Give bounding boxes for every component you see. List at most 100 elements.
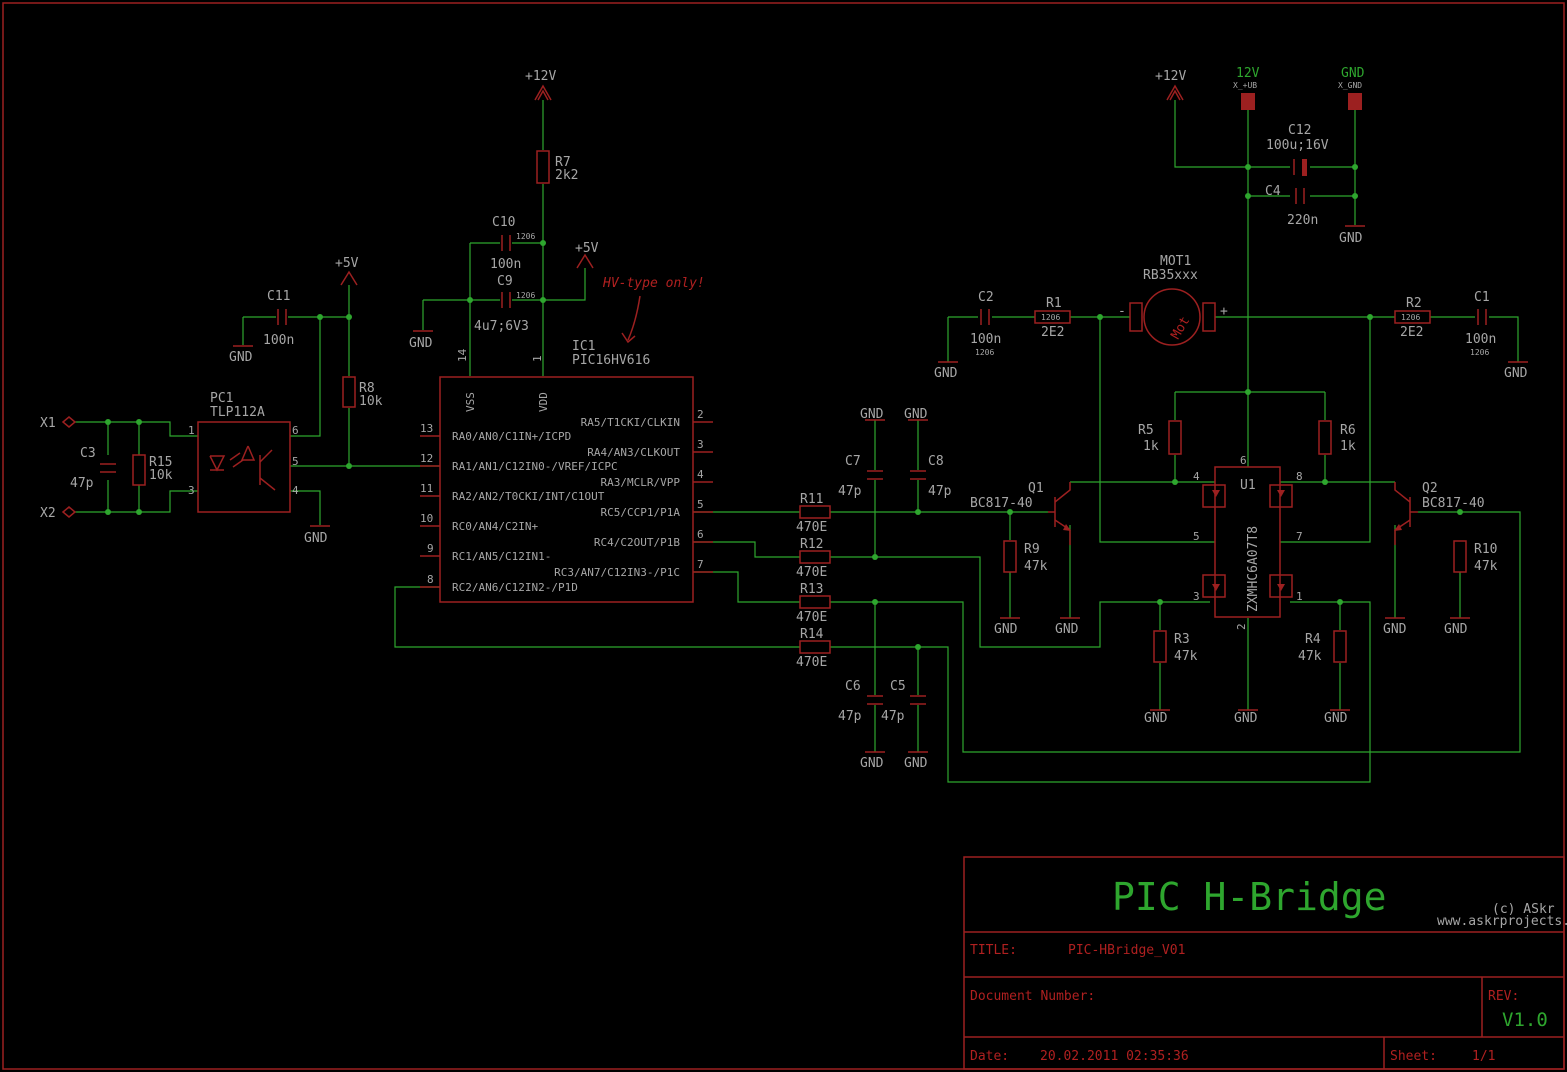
svg-text:14: 14 — [456, 348, 469, 362]
connector-x2: X2 — [40, 506, 77, 521]
svg-text:5: 5 — [697, 498, 704, 511]
svg-text:1206: 1206 — [1041, 313, 1060, 322]
gnd-label: GND — [1504, 366, 1528, 381]
h-bridge-u1: U1 ZXMHC6A07T8 6 4 8 5 7 3 1 2 — [1193, 454, 1303, 630]
svg-text:10k: 10k — [359, 394, 383, 409]
gnd-label: GND — [994, 622, 1018, 637]
svg-text:RB35xxx: RB35xxx — [1143, 268, 1198, 283]
svg-text:6: 6 — [697, 528, 704, 541]
title-value: PIC-HBridge_V01 — [1068, 943, 1185, 958]
svg-text:100n: 100n — [263, 333, 294, 348]
gnd-label: GND — [1324, 711, 1348, 726]
svg-text:BC817-40: BC817-40 — [1422, 496, 1485, 511]
svg-text:100n: 100n — [1465, 332, 1496, 347]
svg-text:RA3/MCLR/VPP: RA3/MCLR/VPP — [601, 476, 681, 489]
title-block: PIC H-Bridge (c) ASkr www.askrprojects.n… — [963, 856, 1567, 1070]
svg-text:1206: 1206 — [516, 232, 535, 241]
svg-text:2E2: 2E2 — [1400, 325, 1423, 340]
svg-text:1206: 1206 — [516, 291, 535, 300]
gnd-label: GND — [1055, 622, 1079, 637]
svg-text:R6: R6 — [1340, 423, 1356, 438]
svg-text:2k2: 2k2 — [555, 168, 578, 183]
svg-text:C5: C5 — [890, 679, 906, 694]
svg-text:470E: 470E — [796, 610, 827, 625]
svg-text:C4: C4 — [1265, 184, 1281, 199]
svg-text:X_GND: X_GND — [1338, 81, 1362, 90]
svg-text:R4: R4 — [1305, 632, 1321, 647]
supply-label: +5V — [335, 256, 359, 271]
supply-12v-motor: +12V — [1155, 69, 1186, 101]
gnd-label: GND — [1383, 622, 1407, 637]
svg-text:RA1/AN1/C12IN0-/VREF/ICPC: RA1/AN1/C12IN0-/VREF/ICPC — [452, 460, 618, 473]
svg-text:3: 3 — [1193, 590, 1200, 603]
svg-text:8: 8 — [1296, 470, 1303, 483]
svg-text:+: + — [1220, 304, 1228, 319]
svg-text:C9: C9 — [497, 274, 513, 289]
svg-text:Q1: Q1 — [1028, 481, 1044, 496]
gnd-label: GND — [409, 336, 433, 351]
svg-text:C3: C3 — [80, 446, 96, 461]
supply-12v-top: +12V — [525, 69, 556, 101]
svg-text:R9: R9 — [1024, 542, 1040, 557]
svg-text:R1: R1 — [1046, 296, 1062, 311]
svg-text:470E: 470E — [796, 520, 827, 535]
supply-label: +12V — [1155, 69, 1186, 84]
gnd-label: GND — [1144, 711, 1168, 726]
svg-text:RA5/T1CKI/CLKIN: RA5/T1CKI/CLKIN — [581, 416, 680, 429]
supply-5v-b: +5V — [575, 241, 599, 269]
svg-text:TLP112A: TLP112A — [210, 405, 265, 420]
svg-text:R12: R12 — [800, 537, 823, 552]
svg-text:47k: 47k — [1174, 649, 1198, 664]
svg-text:X1: X1 — [40, 416, 56, 431]
svg-text:RC2/AN6/C12IN2-/P1D: RC2/AN6/C12IN2-/P1D — [452, 581, 578, 594]
svg-text:47p: 47p — [70, 476, 94, 491]
doc-number-label: Document Number: — [970, 989, 1095, 1004]
title-label: TITLE: — [970, 943, 1017, 958]
svg-text:X2: X2 — [40, 506, 56, 521]
svg-text:R3: R3 — [1174, 632, 1190, 647]
svg-text:VDD: VDD — [537, 392, 550, 412]
svg-text:U1: U1 — [1240, 478, 1256, 493]
svg-text:RC5/CCP1/P1A: RC5/CCP1/P1A — [601, 506, 681, 519]
supply-label: +5V — [575, 241, 599, 256]
svg-text:RC0/AN4/C2IN+: RC0/AN4/C2IN+ — [452, 520, 538, 533]
svg-text:R14: R14 — [800, 627, 824, 642]
svg-text:2: 2 — [697, 408, 704, 421]
connector-12v-ub: 12V X_+UB — [1233, 66, 1260, 110]
svg-text:3: 3 — [697, 438, 704, 451]
svg-text:RC1/AN5/C12IN1-: RC1/AN5/C12IN1- — [452, 550, 551, 563]
svg-text:R5: R5 — [1138, 423, 1154, 438]
svg-text:RA0/AN0/C1IN+/ICPD: RA0/AN0/C1IN+/ICPD — [452, 430, 571, 443]
svg-text:X_+UB: X_+UB — [1233, 81, 1257, 90]
sheet-value: 1/1 — [1472, 1049, 1495, 1064]
svg-text:BC817-40: BC817-40 — [970, 496, 1033, 511]
svg-text:100n: 100n — [490, 257, 521, 272]
svg-text:C10: C10 — [492, 215, 515, 230]
svg-text:C2: C2 — [978, 290, 994, 305]
svg-text:C12: C12 — [1288, 123, 1311, 138]
svg-text:RA4/AN3/CLKOUT: RA4/AN3/CLKOUT — [587, 446, 680, 459]
svg-text:47k: 47k — [1298, 649, 1322, 664]
